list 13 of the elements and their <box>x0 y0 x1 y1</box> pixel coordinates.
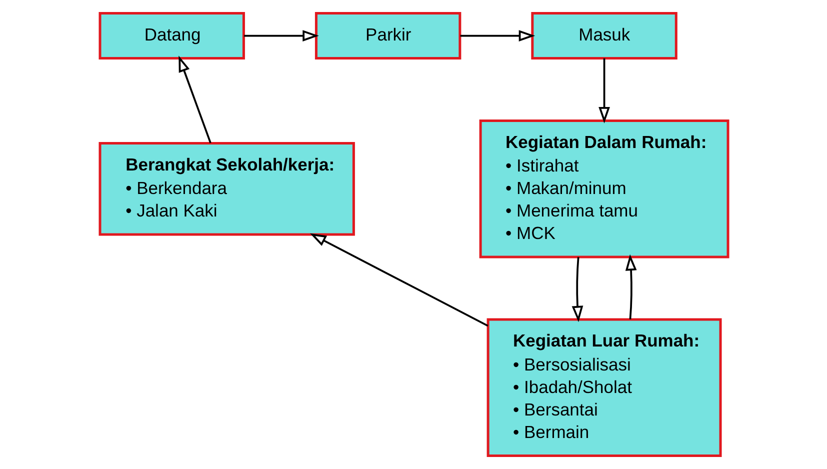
node-box: Parkir <box>314 12 461 60</box>
arrow <box>624 254 636 320</box>
arrow <box>309 233 488 327</box>
node-box: Datang <box>98 12 244 60</box>
arrow <box>178 56 211 144</box>
arrow <box>460 30 535 42</box>
arrow <box>571 257 583 322</box>
node-box: Kegiatan Luar Rumah: • Bersosialisasi • Ibadah/Sholat • Bersantai • Bermain <box>486 318 722 457</box>
arrow <box>598 58 610 124</box>
node-box: Berangkat Sekolah/kerja: • Berkendara • Jalan Kaki <box>98 142 354 236</box>
arrow <box>244 30 318 42</box>
node-box: Masuk <box>530 12 677 60</box>
node-box: Kegiatan Dalam Rumah: • Istirahat • Makan/minum • Menerima tamu • MCK <box>478 120 729 258</box>
